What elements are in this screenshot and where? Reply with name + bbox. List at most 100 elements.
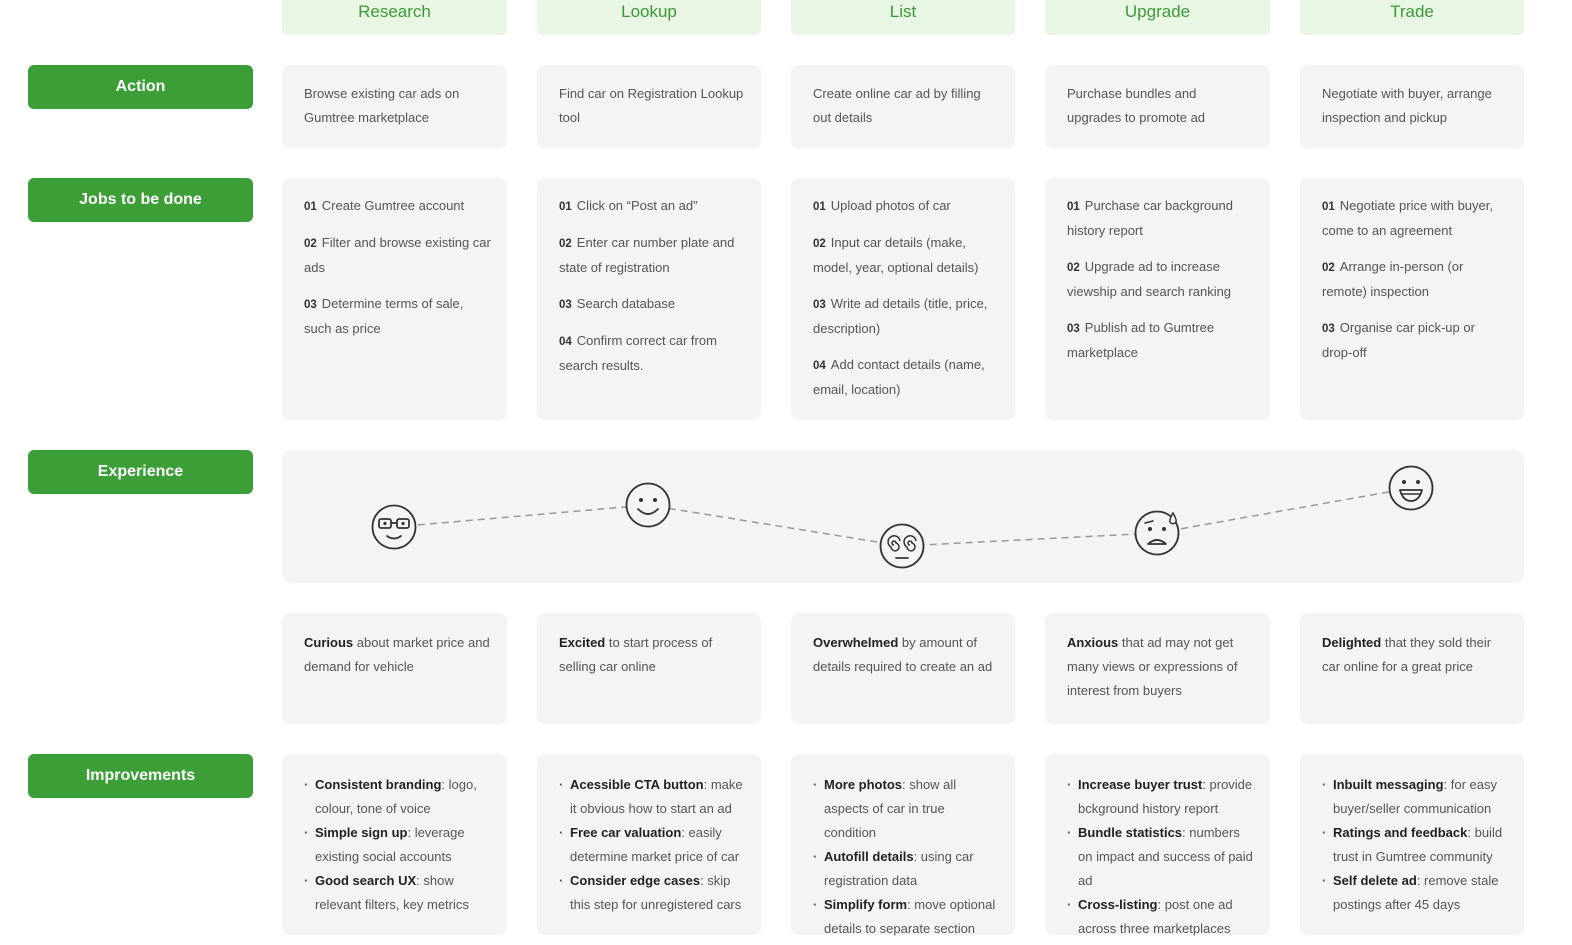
improvement-text: : provide bckground history report	[1078, 777, 1253, 816]
emotion-card: Anxious that ad may not get many views o…	[1045, 613, 1270, 724]
improvement-item: Free car valuation: easily determine mar…	[559, 821, 745, 869]
improvement-text: : using car registration data	[824, 849, 974, 888]
improvement-text: : for easy buyer/seller communication	[1333, 777, 1497, 816]
smiling-face-icon	[625, 482, 671, 528]
improvement-item: Increase buyer trust: provide bckground …	[1067, 773, 1254, 821]
job-number: 01	[559, 201, 572, 213]
improvement-text: : leverage existing social accounts	[315, 825, 465, 864]
job-text: Enter car number plate and state of regi…	[559, 235, 735, 275]
stage-label: Trade	[1390, 2, 1434, 21]
improvement-text: : show all aspects of car in true condit…	[824, 777, 957, 840]
action-text: Create online car ad by filling out deta…	[813, 86, 981, 125]
stage-label: List	[889, 2, 917, 21]
job-number: 03	[559, 299, 572, 311]
emotion-card: Excited to start process of selling car …	[537, 613, 761, 724]
job-number: 01	[304, 201, 317, 213]
improvement-item: Self delete ad: remove stale postings af…	[1322, 869, 1508, 917]
improvement-item: More photos: show all aspects of car in …	[813, 773, 999, 845]
job-text: Create Gumtree account	[321, 198, 465, 213]
dizzy-face-icon	[879, 523, 925, 569]
improvement-title: Self delete ad	[1333, 873, 1417, 888]
improvements-card: Consistent branding: logo, colour, tone …	[282, 754, 507, 935]
emotion-keyword: Delighted	[1322, 635, 1382, 650]
grinning-face-icon	[1388, 465, 1434, 511]
improvement-title: More photos	[824, 777, 902, 792]
improvement-item: Ratings and feedback: build trust in Gum…	[1322, 821, 1508, 869]
job-text: Add contact details (name, email, locati…	[813, 357, 985, 397]
stage-header-research: Research	[282, 0, 507, 35]
job-number: 04	[813, 360, 826, 372]
improvement-text: : build trust in Gumtree community	[1333, 825, 1503, 864]
action-text: Find car on Registration Lookup tool	[559, 86, 744, 125]
improvement-title: Consistent branding	[315, 777, 442, 792]
improvement-title: Autofill details	[824, 849, 914, 864]
improvement-item: Consistent branding: logo, colour, tone …	[304, 773, 491, 821]
job-text: Click on “Post an ad”	[576, 198, 698, 213]
action-text: Browse existing car ads on Gumtree marke…	[304, 86, 460, 125]
anxious-sweat-face-icon	[1134, 510, 1180, 556]
improvement-title: Inbuilt messaging	[1333, 777, 1444, 792]
action-card: Create online car ad by filling out deta…	[791, 65, 1015, 149]
stage-label: Upgrade	[1124, 2, 1191, 21]
job-item: 01 Create Gumtree account	[304, 194, 491, 219]
job-text: Organise car pick-up or drop-off	[1322, 320, 1475, 360]
job-text: Arrange in-person (or remote) inspection	[1322, 259, 1464, 299]
emotion-keyword: Excited	[559, 635, 606, 650]
job-text: Negotiate price with buyer, come to an a…	[1322, 198, 1493, 238]
emotion-keyword: Anxious	[1067, 635, 1119, 650]
job-number: 02	[1067, 262, 1080, 274]
job-number: 02	[813, 238, 826, 250]
job-number: 01	[1067, 201, 1080, 213]
stage-header-list: List	[791, 0, 1015, 35]
improvement-item: Autofill details: using car registration…	[813, 845, 999, 893]
experience-panel	[282, 450, 1524, 583]
job-number: 03	[1067, 323, 1080, 335]
action-card: Find car on Registration Lookup tool	[537, 65, 761, 149]
emotion-card: Overwhelmed by amount of details require…	[791, 613, 1015, 724]
emotion-keyword: Overwhelmed	[813, 635, 899, 650]
stage-header-lookup: Lookup	[537, 0, 761, 35]
improvement-item: Inbuilt messaging: for easy buyer/seller…	[1322, 773, 1508, 821]
job-number: 03	[304, 299, 317, 311]
improvement-item: Simplify form: move optional details to …	[813, 893, 999, 941]
improvement-title: Acessible CTA button	[570, 777, 704, 792]
improvement-item: Consider edge cases: skip this step for …	[559, 869, 745, 917]
job-number: 02	[1322, 262, 1335, 274]
improvement-text: : numbers on impact and success of paid …	[1078, 825, 1253, 888]
action-text: Negotiate with buyer, arrange inspection…	[1322, 86, 1492, 125]
job-text: Publish ad to Gumtree marketplace	[1067, 320, 1215, 360]
job-number: 01	[1322, 201, 1335, 213]
action-card: Purchase bundles and upgrades to promote…	[1045, 65, 1270, 149]
improvement-title: Increase buyer trust	[1078, 777, 1203, 792]
stage-label: Research	[358, 2, 431, 21]
job-number: 03	[1322, 323, 1335, 335]
job-number: 02	[304, 238, 317, 250]
row-label-action: Action	[28, 65, 253, 109]
improvement-item: Simple sign up: leverage existing social…	[304, 821, 491, 869]
action-card: Negotiate with buyer, arrange inspection…	[1300, 65, 1524, 149]
job-text: Search database	[576, 296, 676, 311]
job-text: Upgrade ad to increase viewship and sear…	[1067, 259, 1232, 299]
job-text: Purchase car background history report	[1067, 198, 1233, 238]
emotion-text: to start process of selling car online	[559, 635, 713, 674]
improvements-card: More photos: show all aspects of car in …	[791, 754, 1015, 936]
job-text: Upload photos of car	[830, 198, 951, 213]
emotion-card: Curious about market price and demand fo…	[282, 613, 507, 724]
action-text: Purchase bundles and upgrades to promote…	[1067, 86, 1206, 125]
improvement-title: Simplify form	[824, 897, 908, 912]
improvement-text: : skip this step for unregistered cars	[570, 873, 742, 912]
improvement-title: Consider edge cases	[570, 873, 701, 888]
